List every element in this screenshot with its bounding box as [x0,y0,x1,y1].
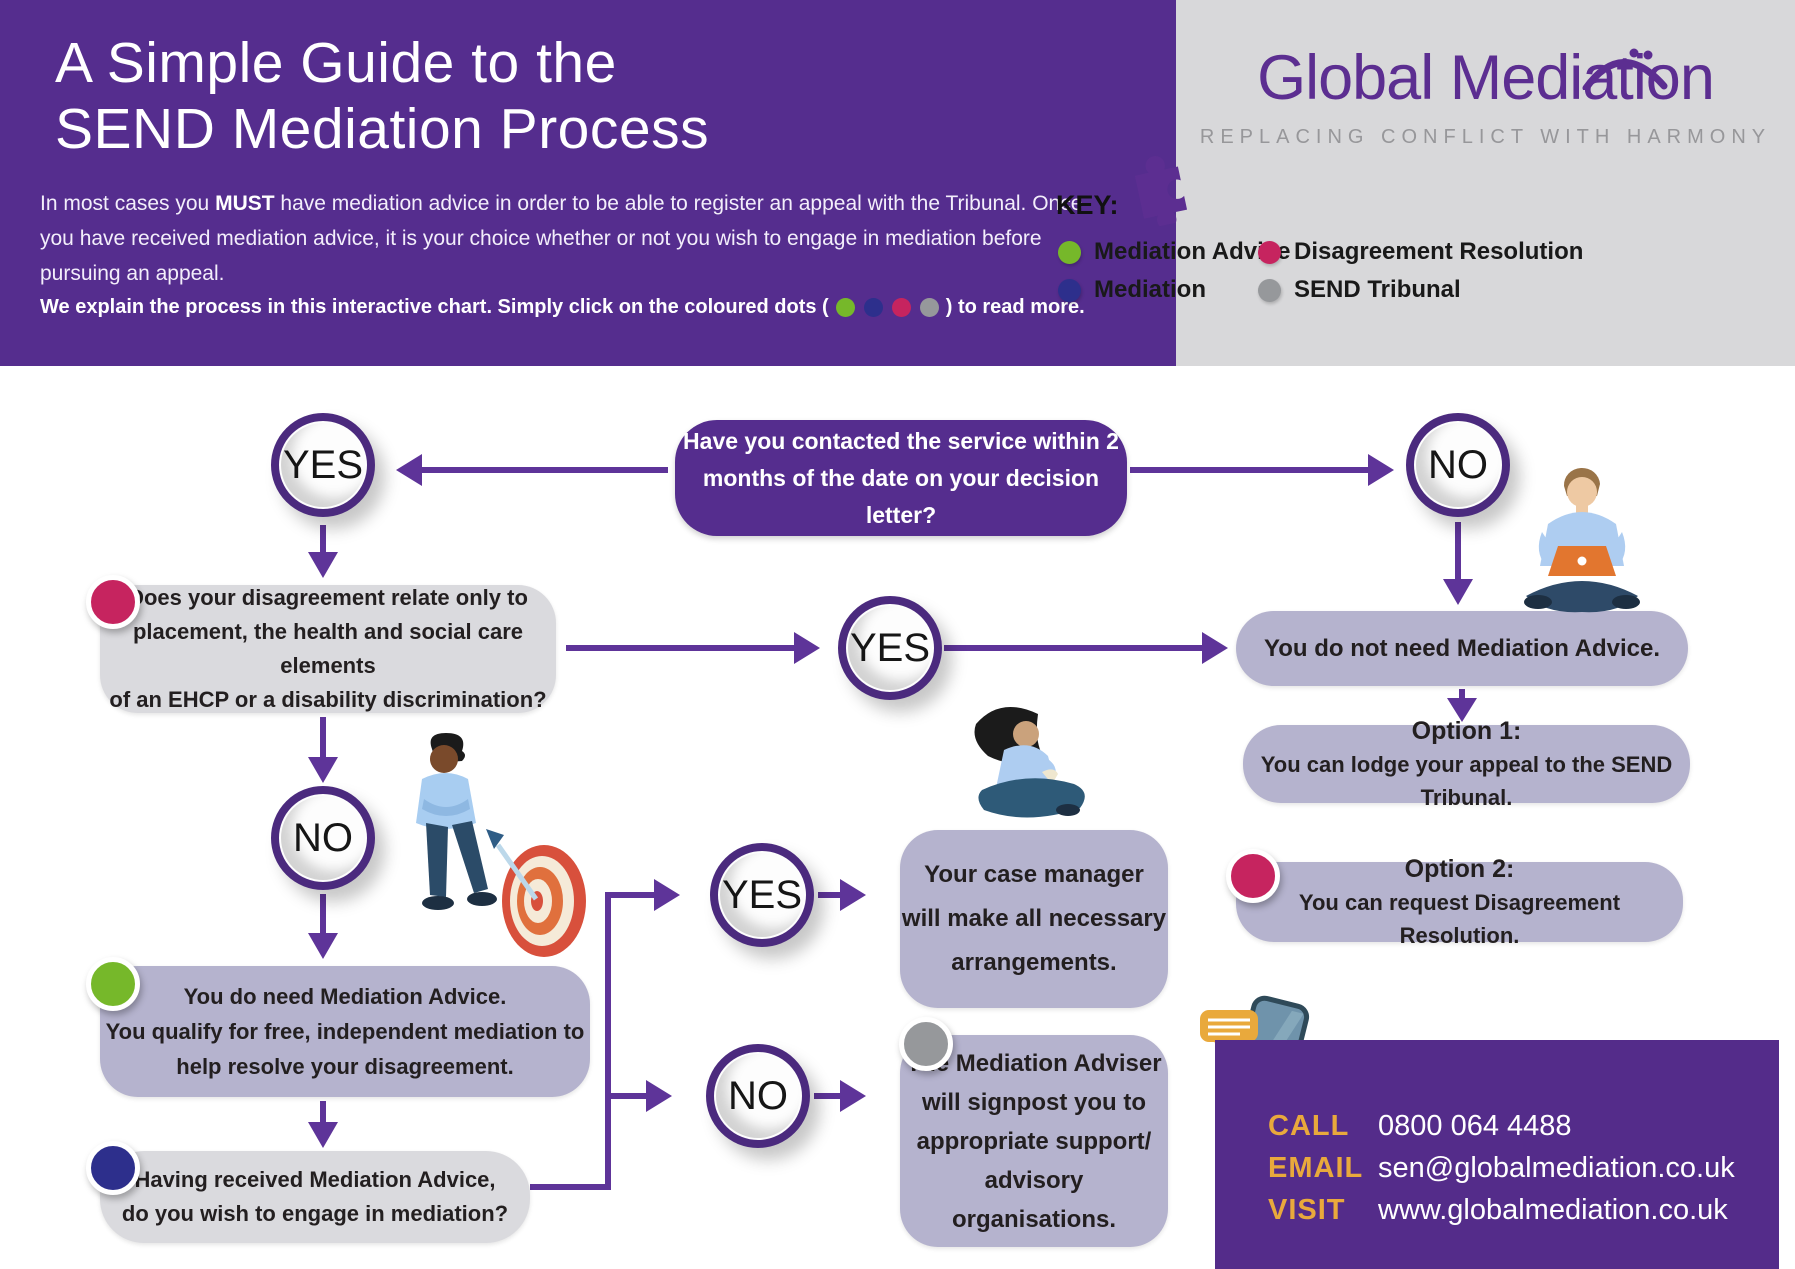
statement-line: advisory organisations. [951,1166,1117,1233]
legend-label: Mediation Advice [1094,238,1291,265]
question-line: do you wish to engage in mediation? [121,1201,509,1226]
mediation-dot [1058,278,1081,302]
yes-circle-bottom: YES [710,843,814,947]
intro-paragraph: In most cases you MUST have mediation ad… [40,186,1090,291]
no-circle-middle-left: NO [271,786,375,890]
person-with-laptop-illustration [1524,467,1640,613]
arrow-disagreement-to-yes-mid [566,632,820,664]
legend-item-disagreement-resolution: Disagreement Resolution [1258,238,1583,266]
intro-pre: In most cases you [40,192,216,215]
arrow-yes-mid-to-no-advice-box [944,632,1228,664]
intro-post: have mediation advice in order to be abl… [40,192,1083,285]
question-line: months of the date on your decision lett… [702,464,1100,528]
logo-tagline: REPLACING CONFLICT WITH HARMONY [1199,126,1772,148]
contact-row-call: CALL 0800 064 4488 [1268,1110,1572,1143]
mediation-clickable-dot[interactable] [86,1141,140,1195]
person-sitting-reading-illustration [974,706,1085,818]
arrow-yes-down-to-disagreement-box [308,525,338,578]
arrow-no-down-to-no-advice-box [1443,522,1473,605]
contact-row-visit: VISIT www.globalmediation.co.uk [1268,1194,1728,1227]
contact-panel [1215,1040,1779,1269]
title-line-2: SEND Mediation Process [55,97,710,161]
option2-text: You can request Disagreement Resolution. [1298,889,1621,948]
statement-line: You qualify for free, independent mediat… [105,1019,585,1044]
email-label: EMAIL [1268,1152,1364,1184]
email-link[interactable]: sen@globalmediation.co.uk [1378,1152,1735,1184]
legend-label: Mediation [1094,276,1206,303]
disagreement-resolution-option2-clickable-dot[interactable] [1226,849,1280,903]
statement-line: arrangements. [951,949,1117,976]
option1-box: Option 1: You can lodge your appeal to t… [1243,717,1690,810]
statement-line: You do not need Mediation Advice. [1263,634,1661,662]
question-line: placement, the health and social care el… [132,619,524,678]
statement-line: will signpost you to [922,1088,1146,1116]
legend-item-send-tribunal: SEND Tribunal [1258,276,1461,304]
legend-item-mediation: Mediation [1058,276,1206,304]
arrow-need-advice-to-engage-box [308,1101,338,1148]
interactive-instruction: We explain the process in this interacti… [40,296,1085,319]
question-line: Having received Mediation Advice, [134,1167,496,1192]
question-line: Have you contacted the service within 2 [683,427,1119,454]
person-with-dart-and-target-illustration [416,733,586,957]
statement-line: appropriate support/ [916,1127,1152,1155]
visit-label: VISIT [1268,1194,1346,1226]
statement-line: help resolve your disagreement. [176,1054,514,1079]
statement-line: will make all necessary [901,905,1167,932]
question-line: Does your disagreement relate only to [128,585,528,610]
arrow-question-to-no-right [1130,454,1394,486]
yes-circle-middle: YES [838,596,942,700]
logo-arc-icon [1582,48,1668,90]
header-band [0,0,1176,366]
legend-inline-dot-blue [863,298,883,317]
arrow-question-to-yes-left [396,454,668,486]
legend-item-mediation-advice: Mediation Advice [1058,238,1290,266]
send-tribunal-dot [1258,278,1281,302]
case-manager-box: Your case manager will make all necessar… [900,830,1168,1008]
statement-line: Your case manager [924,861,1144,888]
global-mediation-logo: Global Mediation [1257,43,1715,113]
mediation-advice-clickable-dot[interactable] [86,957,140,1011]
instruction-pre: We explain the process in this interacti… [40,296,829,318]
question-disagreement-box: Does your disagreement relate only to pl… [100,585,556,713]
mediation-advice-dot [1058,240,1081,264]
call-label: CALL [1268,1110,1350,1142]
question-contacted-service-box: Have you contacted the service within 2 … [675,420,1127,536]
key-label: KEY: [1056,190,1119,220]
arrow-no-mid-to-need-advice-box [308,894,338,959]
disagreement-resolution-dot [1258,240,1281,264]
puzzle-piece-icon [1134,156,1188,230]
arrow-yes-bottom-to-case-manager [818,879,866,911]
send-tribunal-clickable-dot[interactable] [899,1017,953,1071]
question-line: of an EHCP or a disability discriminatio… [109,687,547,712]
need-mediation-advice-box: You do need Mediation Advice. You qualif… [100,966,590,1097]
legend-label: Disagreement Resolution [1294,238,1584,265]
yes-circle-top-left: YES [271,413,375,517]
option1-title: Option 1: [1411,716,1522,745]
arrow-disagreement-down-to-no-mid [308,717,338,783]
question-engage-mediation-box: Having received Mediation Advice, do you… [100,1151,530,1243]
disagreement-resolution-clickable-dot[interactable] [86,575,140,629]
contact-row-email: EMAIL sen@globalmediation.co.uk [1268,1152,1735,1185]
legend-inline-dot-crimson [891,298,911,317]
arrow-no-bottom-to-adviser [814,1080,866,1112]
legend-inline-dot-grey [919,298,939,317]
no-mediation-advice-box: You do not need Mediation Advice. [1236,611,1688,686]
option2-box: Option 2: You can request Disagreement R… [1236,855,1683,948]
option1-text: You can lodge your appeal to the SEND Tr… [1260,751,1673,810]
statement-line: You do need Mediation Advice. [183,984,507,1009]
legend-label: SEND Tribunal [1294,276,1461,303]
title-line-1: A Simple Guide to the [55,31,617,95]
no-circle-bottom: NO [706,1044,810,1148]
phone-number: 0800 064 4488 [1378,1110,1572,1142]
no-circle-top-right: NO [1406,413,1510,517]
instruction-post: ) to read more. [945,296,1085,318]
brand-panel [1176,0,1795,366]
option2-title: Option 2: [1404,854,1515,883]
page-title: A Simple Guide to the SEND Mediation Pro… [55,30,709,162]
legend-inline-dot-green [835,298,855,317]
website-link[interactable]: www.globalmediation.co.uk [1378,1194,1728,1226]
intro-bold: MUST [215,192,275,215]
